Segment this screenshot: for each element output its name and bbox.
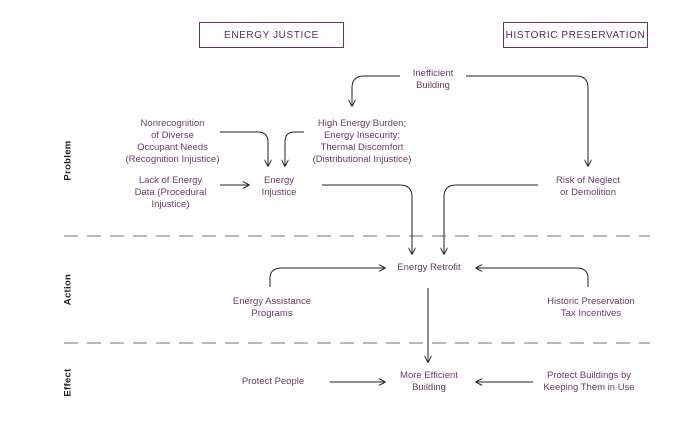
node-line: or Demolition (560, 187, 616, 198)
arrow-assistance-to-retrofit (269, 268, 385, 287)
node-line: Building (412, 382, 446, 393)
node-energy-assistance: Energy Assistance Programs (222, 296, 322, 320)
node-line: Injustice) (151, 199, 190, 210)
arrow-inefficient-to-risk (466, 75, 588, 166)
row-label-problem: Problem (62, 140, 74, 181)
node-inefficient-building: Inefficient Building (388, 68, 478, 92)
node-risk-of-neglect: Risk of Neglect or Demolition (540, 175, 636, 199)
node-line: Protect People (241, 376, 305, 387)
header-historic-preservation: HISTORIC PRESERVATION (503, 22, 648, 48)
row-label-action: Action (62, 273, 74, 306)
arrow-risk-to-retrofit (444, 184, 538, 254)
node-high-energy-burden: High Energy Burden; Energy Insecurity; T… (302, 118, 422, 166)
node-protect-people: Protect People (230, 376, 316, 388)
node-line: Energy Assistance (232, 296, 312, 307)
node-more-efficient: More Efficient Building (386, 370, 472, 394)
arrow-nonrecognition-to-injustice (220, 131, 268, 166)
node-line: Injustice (261, 187, 297, 198)
node-line: Nonrecognition (140, 118, 205, 129)
node-lack-of-data: Lack of Energy Data (Procedural Injustic… (118, 175, 223, 211)
arrow-inefficient-to-burden (352, 75, 400, 106)
node-nonrecognition: Nonrecognition of Diverse Occupant Needs… (115, 118, 230, 166)
node-energy-injustice: Energy Injustice (247, 175, 311, 199)
node-line: Data (Procedural (134, 187, 207, 198)
node-line: Thermal Discomfort (320, 142, 404, 153)
node-historic-tax: Historic Preservation Tax Incentives (536, 296, 646, 320)
node-line: Historic Preservation (547, 296, 635, 307)
node-line: More Efficient (400, 370, 458, 381)
header-energy-justice: ENERGY JUSTICE (199, 22, 344, 48)
node-line: Keeping Them in Use (543, 382, 635, 393)
node-line: Energy (263, 175, 295, 186)
node-line: Risk of Neglect (556, 175, 620, 186)
node-line: Occupant Needs (137, 142, 208, 153)
node-line: Energy Retrofit (397, 262, 461, 273)
node-line: Inefficient (412, 68, 454, 79)
arrow-tax-to-retrofit (476, 268, 589, 287)
node-line: (Recognition Injustice) (125, 154, 220, 165)
node-line: of Diverse (151, 130, 194, 141)
arrow-injustice-to-retrofit (322, 184, 412, 254)
node-line: High Energy Burden; (317, 118, 407, 129)
node-line: Tax Incentives (560, 308, 622, 319)
node-line: (Distributional Injustice) (312, 154, 412, 165)
node-energy-retrofit: Energy Retrofit (384, 262, 474, 274)
node-line: Building (416, 80, 450, 91)
node-line: Protect Buildings by (547, 370, 631, 381)
node-line: Programs (251, 308, 293, 319)
node-line: Energy Insecurity; (323, 130, 401, 141)
node-line: Lack of Energy (138, 175, 203, 186)
row-label-effect: Effect (62, 368, 74, 397)
arrow-burden-to-injustice (285, 131, 304, 166)
node-protect-buildings: Protect Buildings by Keeping Them in Use (534, 370, 644, 394)
